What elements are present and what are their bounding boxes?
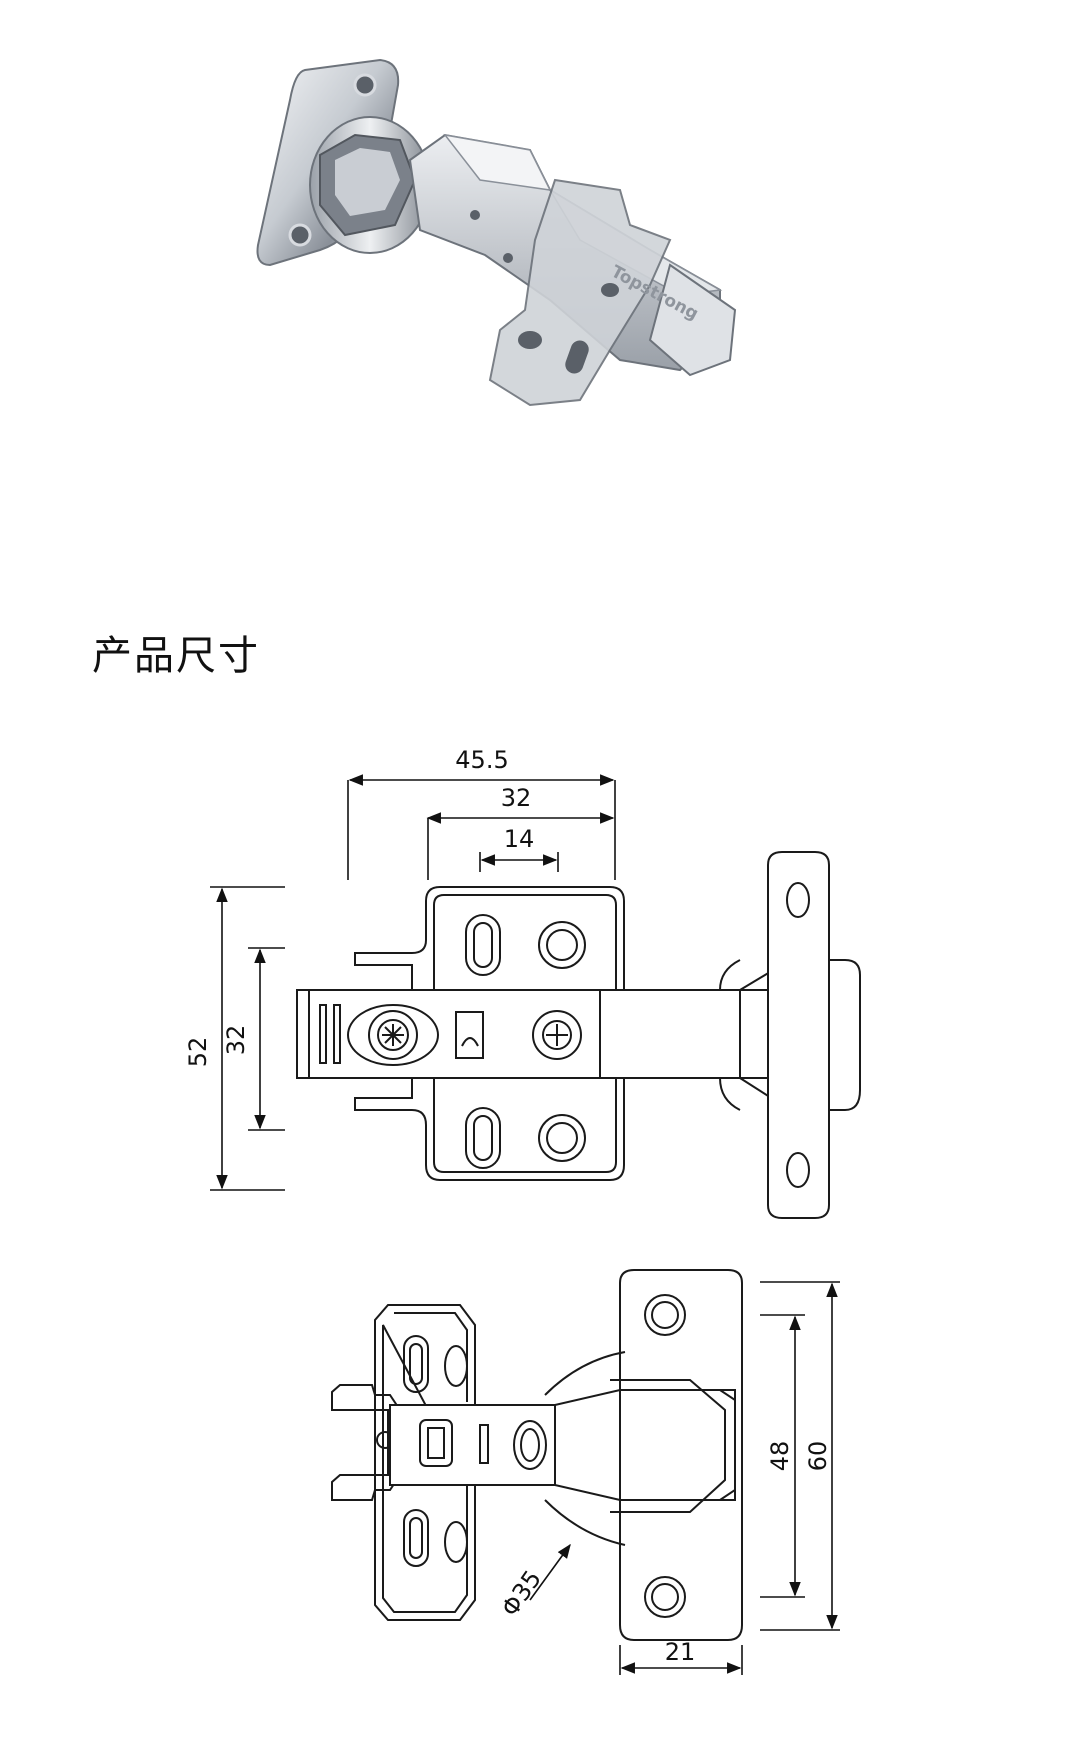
dim-cup-diameter: Φ35 [496, 1565, 547, 1622]
section-title: 产品尺寸 [92, 633, 260, 679]
dim-hole-pitch: 48 [766, 1441, 794, 1472]
front-view-drawing [331, 1269, 743, 1641]
dim-inner-width: 14 [504, 825, 535, 853]
dim-plate-height: 60 [804, 1441, 832, 1472]
dim-mount-spacing: 32 [222, 1025, 250, 1056]
dim-overall-height: 52 [184, 1037, 212, 1068]
hinge-product-photo: Topstrong [256, 58, 737, 407]
front-view-dimensions [529, 1281, 840, 1675]
dim-overall-width: 45.5 [455, 746, 508, 774]
top-view-dimensions [210, 774, 616, 1191]
top-view-drawing [296, 851, 861, 1219]
dim-hole-spacing: 32 [501, 784, 532, 812]
dim-plate-width: 21 [665, 1638, 696, 1666]
